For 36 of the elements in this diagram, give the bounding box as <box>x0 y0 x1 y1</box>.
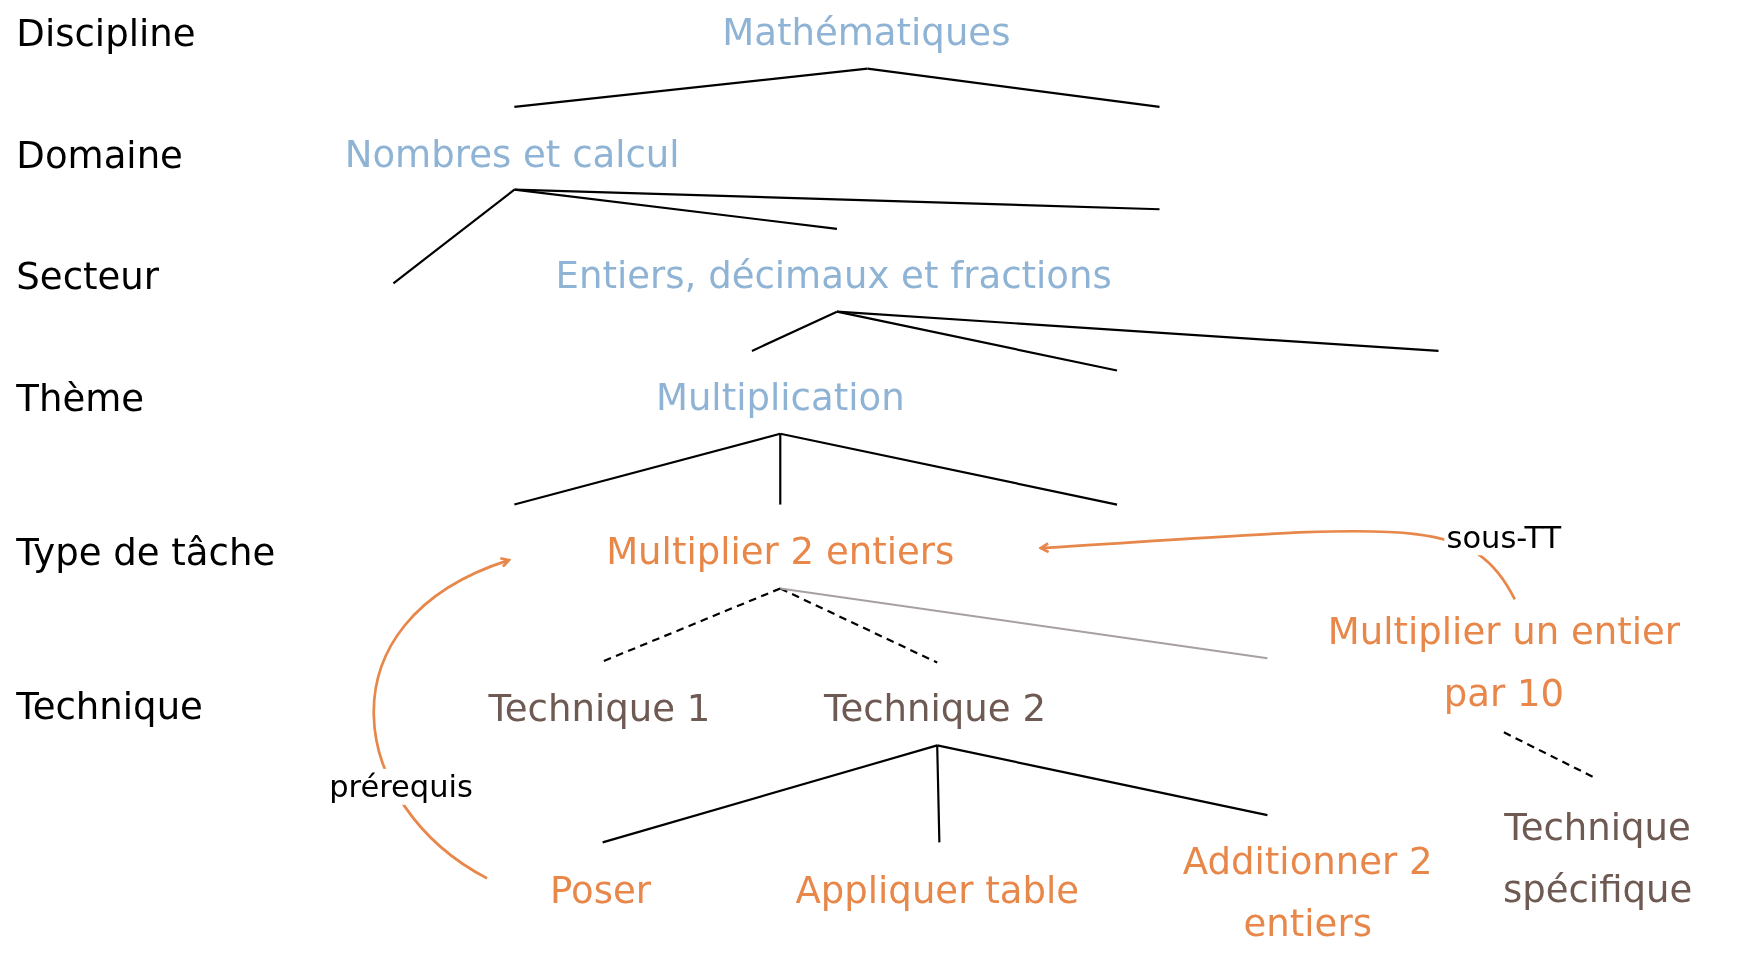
tree-node-label: Multiplier 2 entiers <box>606 520 955 583</box>
connector-line <box>867 67 1160 108</box>
connector-line <box>780 432 1118 506</box>
tree-node-label: Entiers, décimaux et fractions <box>555 244 1112 307</box>
connector-line <box>751 310 838 352</box>
tree-node-label: Mathématiques <box>722 1 1011 64</box>
connector-line <box>779 587 938 664</box>
arrow <box>1039 529 1516 601</box>
tree-node-label: Multiplication <box>655 366 905 429</box>
connector-line <box>514 188 1160 211</box>
tree-node-label: Nombres et calcul <box>344 123 680 186</box>
connector-line <box>602 587 781 663</box>
connector-line <box>602 744 938 844</box>
level-label: Discipline <box>16 10 196 55</box>
arrow <box>372 557 511 880</box>
connector-line <box>392 188 516 285</box>
tree-node-label: Multiplier un entier par 10 <box>1307 600 1701 725</box>
connector-line <box>936 745 941 843</box>
level-label: Secteur <box>16 253 160 298</box>
connector-line <box>1503 731 1594 778</box>
tree-node-label: Technique 1 <box>488 677 711 740</box>
connector-line <box>514 67 868 108</box>
connector-line <box>780 587 1268 660</box>
connector-line <box>936 744 1268 817</box>
tree-node-label: Appliquer table <box>795 859 1079 922</box>
tree-node-label: Technique spécifique <box>1483 796 1713 921</box>
level-label: Type de tâche <box>16 529 276 574</box>
level-label: Thème <box>16 375 145 420</box>
tree-node-label: Poser <box>549 859 651 922</box>
connector-line <box>514 432 781 506</box>
tree-node-label: Additionner 2 entiers <box>1176 830 1439 955</box>
tree-node-label: Technique 2 <box>824 677 1046 740</box>
connector-line <box>836 310 1439 352</box>
level-label: Domaine <box>16 132 183 177</box>
level-label: Technique <box>16 684 203 728</box>
connector-line <box>779 433 782 505</box>
